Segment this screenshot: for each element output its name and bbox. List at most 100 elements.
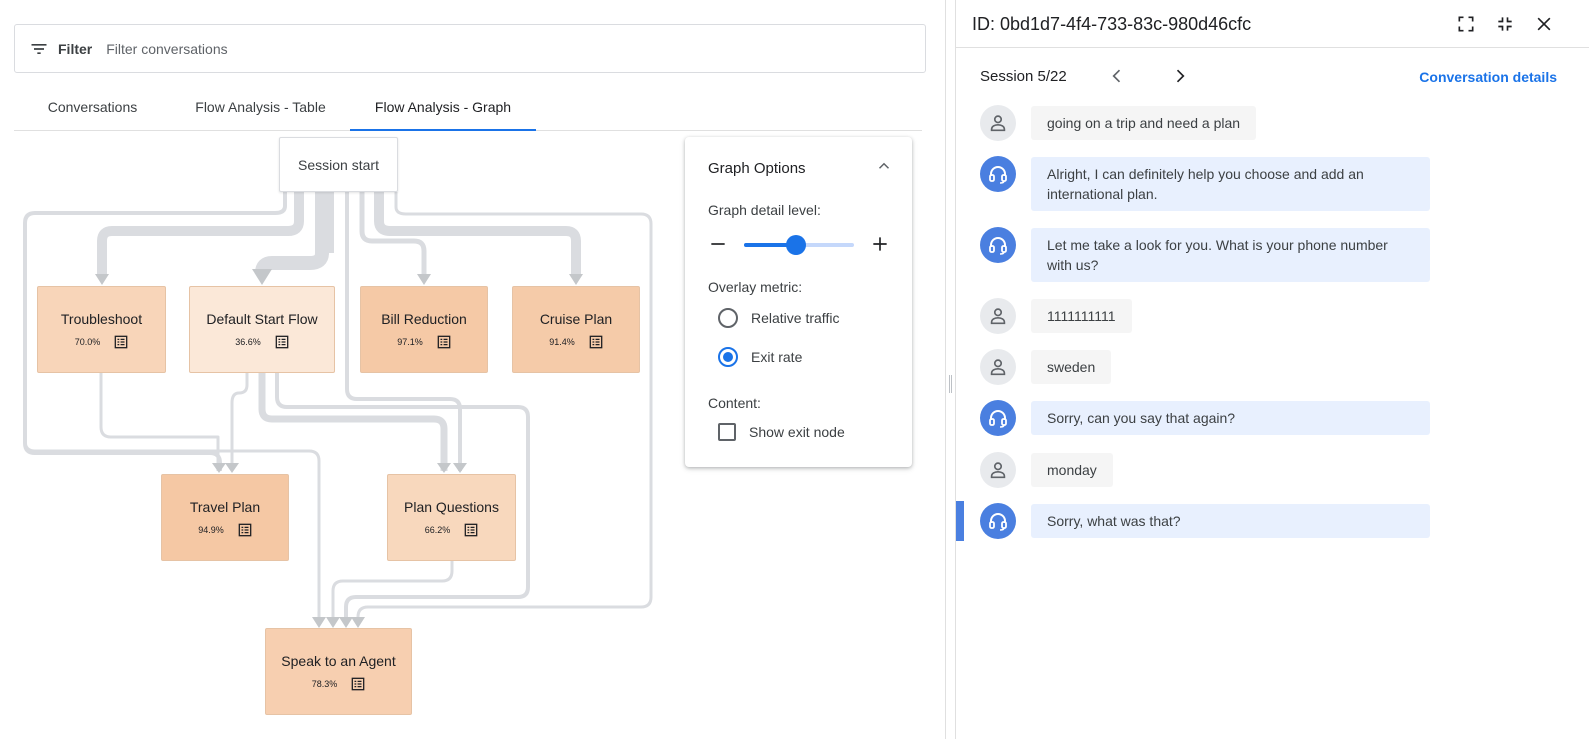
- list-icon[interactable]: [351, 677, 365, 691]
- edge-start-travel: [23, 192, 287, 471]
- agent-avatar: [980, 227, 1016, 263]
- node-title: Speak to an Agent: [281, 652, 396, 669]
- content-label: Content:: [708, 395, 761, 411]
- person-icon: [990, 115, 1006, 132]
- tab-flow-analysis-table[interactable]: Flow Analysis - Table: [171, 84, 350, 130]
- active-message-indicator: [956, 501, 964, 541]
- node-default-start-flow[interactable]: Default Start Flow 36.6%: [189, 286, 335, 373]
- radio-button[interactable]: [718, 308, 738, 328]
- chevron-left-icon[interactable]: [1107, 66, 1127, 86]
- node-speak-to-agent[interactable]: Speak to an Agent 78.3%: [265, 628, 412, 715]
- tab-conversations[interactable]: Conversations: [14, 84, 171, 130]
- list-icon[interactable]: [437, 335, 451, 349]
- graph-options-title: Graph Options: [708, 160, 806, 177]
- edge-arrowheads: [95, 269, 583, 628]
- arrow-cruise: [569, 274, 583, 285]
- headset-icon: [989, 237, 1007, 255]
- chevron-right-icon[interactable]: [1170, 66, 1190, 86]
- message-bubble: Sorry, can you say that again?: [1031, 401, 1430, 435]
- message-bubble: going on a trip and need a plan: [1031, 106, 1257, 140]
- message-row-agent[interactable]: Sorry, can you say that again?: [956, 398, 1589, 438]
- fullscreen-icon[interactable]: [1456, 14, 1476, 34]
- message-row-agent[interactable]: Let me take a look for you. What is your…: [956, 225, 1589, 282]
- close-icon[interactable]: [1534, 14, 1554, 34]
- radio-relative-traffic[interactable]: Relative traffic: [718, 307, 839, 329]
- tab-flow-analysis-graph[interactable]: Flow Analysis - Graph: [350, 84, 536, 131]
- radio-button[interactable]: [718, 347, 738, 367]
- node-meta: 36.6%: [235, 335, 289, 349]
- flow-graph-edges: [23, 192, 653, 628]
- active-tab-indicator: [350, 129, 536, 131]
- headset-icon: [989, 410, 1007, 428]
- conversation-panel: ID: 0bd1d7-4f4-733-83c-980d46cfc Session…: [956, 0, 1589, 739]
- flow-graph: Session start Troubleshoot 70.0% Default…: [0, 131, 940, 739]
- edge-start-agent-right: [356, 192, 653, 622]
- node-title: Bill Reduction: [381, 310, 467, 327]
- user-avatar: [980, 105, 1016, 141]
- filter-label: Filter: [58, 40, 93, 57]
- list-icon[interactable]: [238, 523, 252, 537]
- arrow-agent-4: [351, 617, 365, 628]
- session-start-node[interactable]: Session start: [279, 137, 398, 192]
- filter-input[interactable]: [106, 40, 867, 57]
- agent-avatar: [980, 400, 1016, 436]
- overlay-metric-label: Overlay metric:: [708, 279, 803, 295]
- filter-bar[interactable]: Filter: [14, 24, 926, 73]
- checkbox-label: Show exit node: [749, 424, 845, 440]
- user-avatar: [980, 452, 1016, 488]
- drag-grip-icon: [949, 375, 952, 393]
- conversation-details-link[interactable]: Conversation details: [1419, 69, 1557, 85]
- message-bubble: sweden: [1031, 350, 1112, 384]
- exit-rate: 94.9%: [198, 524, 224, 535]
- exit-rate: 91.4%: [549, 336, 575, 347]
- detail-level-control: [708, 233, 893, 255]
- edge-start-troubleshoot: [97, 192, 304, 274]
- list-icon[interactable]: [275, 335, 289, 349]
- plus-icon[interactable]: [870, 234, 890, 254]
- node-travel-plan[interactable]: Travel Plan 94.9%: [161, 474, 289, 561]
- show-exit-node-checkbox[interactable]: [718, 423, 736, 441]
- message-row-user[interactable]: 1111111111: [956, 296, 1589, 336]
- edge-default-planq: [258, 373, 448, 471]
- node-plan-questions[interactable]: Plan Questions 66.2%: [387, 474, 516, 561]
- message-row-user[interactable]: monday: [956, 450, 1589, 490]
- fullscreen-exit-icon[interactable]: [1495, 14, 1515, 34]
- radio-exit-rate[interactable]: Exit rate: [718, 346, 802, 368]
- headset-icon: [989, 166, 1007, 184]
- node-cruise-plan[interactable]: Cruise Plan 91.4%: [512, 286, 640, 373]
- node-meta: 70.0%: [75, 335, 129, 349]
- pane-resize-handle[interactable]: [945, 0, 956, 739]
- node-meta: 94.9%: [198, 523, 252, 537]
- node-bill-reduction[interactable]: Bill Reduction 97.1%: [360, 286, 488, 373]
- detail-level-label: Graph detail level:: [708, 202, 821, 218]
- radio-label: Exit rate: [751, 349, 803, 365]
- node-title: Travel Plan: [189, 498, 261, 515]
- arrow-bill: [417, 274, 431, 285]
- list-icon[interactable]: [464, 523, 478, 537]
- node-meta: 97.1%: [397, 335, 451, 349]
- arrow-agent-1: [312, 617, 326, 628]
- minus-icon[interactable]: [708, 234, 728, 254]
- graph-options-panel: Graph Options Graph detail level: Overla…: [685, 137, 912, 467]
- node-title: Cruise Plan: [539, 310, 613, 327]
- message-row-agent[interactable]: Sorry, what was that?: [956, 501, 1589, 541]
- exit-rate: 97.1%: [397, 336, 423, 347]
- arrow-planq-2: [453, 463, 467, 473]
- list-icon[interactable]: [589, 335, 603, 349]
- message-row-user[interactable]: going on a trip and need a plan: [956, 103, 1589, 143]
- detail-level-slider[interactable]: [744, 235, 854, 255]
- person-icon: [990, 308, 1006, 325]
- node-troubleshoot[interactable]: Troubleshoot 70.0%: [37, 286, 166, 373]
- edge-default-travel: [230, 373, 249, 471]
- chevron-up-icon[interactable]: [875, 157, 893, 175]
- left-pane: Filter Conversations Flow Analysis - Tab…: [0, 24, 940, 739]
- message-row-user[interactable]: sweden: [956, 347, 1589, 387]
- list-icon[interactable]: [114, 335, 128, 349]
- show-exit-node-option[interactable]: Show exit node: [718, 421, 845, 443]
- arrow-troubleshoot: [95, 274, 109, 285]
- slider-fill: [744, 243, 796, 247]
- agent-avatar: [980, 503, 1016, 539]
- slider-thumb[interactable]: [785, 235, 806, 255]
- message-row-agent[interactable]: Alright, I can definitely help you choos…: [956, 154, 1589, 211]
- arrow-default: [252, 269, 272, 285]
